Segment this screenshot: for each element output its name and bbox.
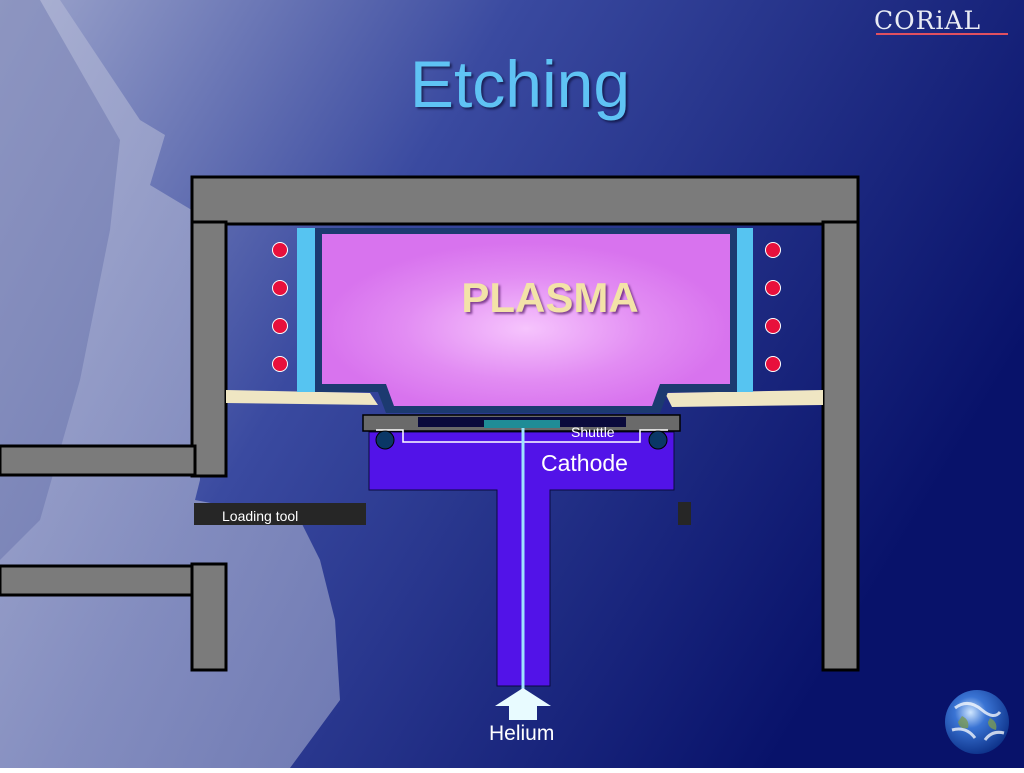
- liner-left: [226, 390, 378, 405]
- chamber-top-wall: [190, 175, 860, 226]
- helium-label: Helium: [489, 722, 555, 745]
- shuttle-label: Shuttle: [571, 424, 615, 440]
- coil-dot: [765, 356, 781, 372]
- chamber-right-wall: [821, 220, 860, 672]
- coil-dot: [272, 280, 288, 296]
- chamber-left-wall: [190, 220, 228, 478]
- wafer: [484, 420, 560, 428]
- plasma-label: PLASMA: [461, 274, 639, 321]
- coil-dot: [765, 318, 781, 334]
- logo-underline: [876, 33, 1008, 35]
- quartz-window-left: [297, 228, 315, 392]
- loading-tool-label: Loading tool: [222, 508, 299, 524]
- load-lock-lower-arm: [0, 564, 197, 597]
- liner-right: [665, 390, 823, 407]
- chamber-left-lower-wall: [190, 562, 228, 672]
- earth-clouds: [951, 702, 1005, 741]
- loading-tool: [194, 503, 366, 525]
- cathode-label: Cathode: [541, 450, 628, 476]
- coil-dot: [765, 280, 781, 296]
- plasma-region: [322, 234, 730, 406]
- coil-dot: [272, 242, 288, 258]
- coil-dot: [272, 356, 288, 372]
- coil-dot: [272, 318, 288, 334]
- oring-left: [375, 430, 395, 450]
- earth-land: [958, 716, 997, 730]
- quartz-window-right: [735, 228, 753, 392]
- loading-tool-tip: [678, 502, 691, 525]
- slide-title: Etching: [409, 47, 631, 121]
- background-cloud-shadow: [0, 0, 120, 560]
- earth-icon: [945, 690, 1009, 754]
- load-lock-upper-arm: [0, 444, 197, 477]
- coil-dot: [765, 242, 781, 258]
- brand-logo: CORiAL: [874, 6, 982, 35]
- oring-right: [648, 430, 668, 450]
- helium-arrow: [495, 688, 551, 720]
